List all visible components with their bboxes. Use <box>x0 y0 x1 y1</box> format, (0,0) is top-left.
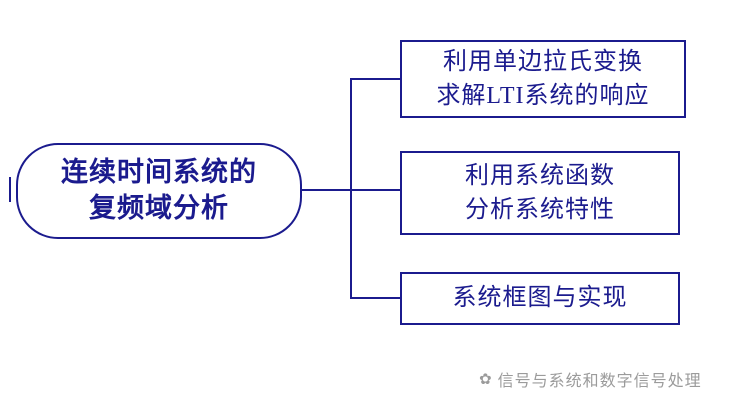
branch-node-system-function: 利用系统函数 分析系统特性 <box>400 151 680 235</box>
root-node: 连续时间系统的 复频域分析 <box>16 143 302 239</box>
watermark-text: 信号与系统和数字信号处理 <box>497 373 702 390</box>
watermark-logo-icon: ✿ <box>479 370 493 388</box>
branch-2-label-line-2: 分析系统特性 <box>465 197 615 223</box>
root-node-label-line-1: 连续时间系统的 <box>61 157 257 188</box>
connector-branch-3 <box>350 297 400 299</box>
branch-1-label-line-1: 利用单边拉氏变换 <box>443 48 643 75</box>
branch-node-laplace-response: 利用单边拉氏变换 求解LTI系统的响应 <box>400 40 686 118</box>
branch-3-label-line-1: 系统框图与实现 <box>452 285 628 312</box>
branch-node-block-diagram: 系统框图与实现 <box>400 272 680 325</box>
connector-spine <box>350 78 352 299</box>
left-stub-line <box>9 177 11 202</box>
watermark: ✿ 信号与系统和数字信号处理 <box>479 367 702 391</box>
branch-1-label-line-2: 求解LTI系统的响应 <box>436 83 650 109</box>
branch-2-label-line-1: 利用系统函数 <box>465 162 615 189</box>
connector-branch-1 <box>350 78 400 80</box>
root-node-label-line-2: 复频域分析 <box>89 193 229 223</box>
